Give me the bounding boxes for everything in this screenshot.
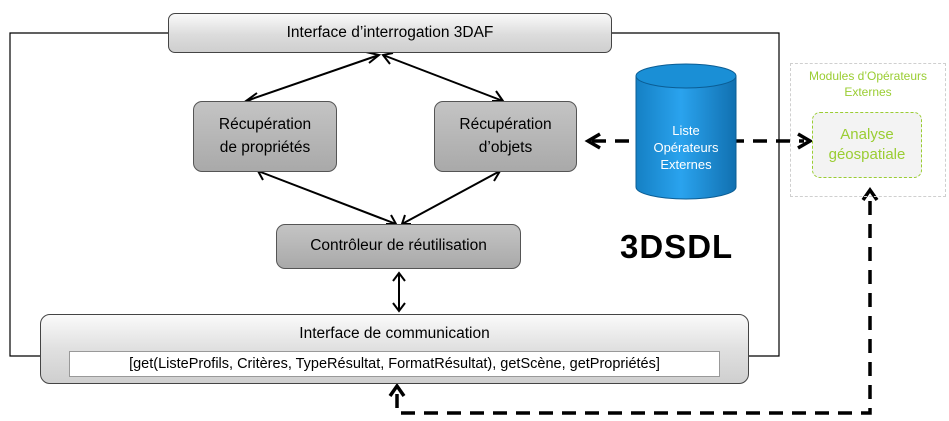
reuse-controller-label: Contrôleur de réutilisation bbox=[310, 237, 487, 255]
geospatial-analysis-line1: Analyse bbox=[840, 125, 894, 143]
communication-interface-signature: [get(ListeProfils, Critères, TypeRésulta… bbox=[69, 351, 720, 377]
retrieve-properties-line1: Récupération bbox=[218, 116, 312, 134]
arrow-controller-communication bbox=[392, 271, 406, 313]
arrow-query-objects bbox=[381, 52, 505, 102]
retrieve-objects-line1: Récupération bbox=[459, 116, 552, 134]
external-modules-frame bbox=[790, 63, 946, 197]
geospatial-analysis-box: Analyse géospatiale bbox=[812, 112, 922, 178]
external-modules-title-line2: Externes bbox=[844, 84, 892, 99]
external-modules-title: Modules d’Opérateurs Externes bbox=[790, 69, 946, 100]
external-modules-title-line1: Modules d’Opérateurs bbox=[808, 69, 928, 83]
query-interface-box: Interface d’interrogation 3DAF bbox=[168, 13, 612, 53]
geospatial-analysis-line2: géospatiale bbox=[828, 146, 906, 163]
communication-interface-title: Interface de communication bbox=[299, 325, 490, 342]
database-label-line3: Externes bbox=[660, 156, 712, 172]
system-label: 3DSDL bbox=[620, 228, 734, 265]
retrieve-properties-box: Récupération de propriétés bbox=[193, 101, 337, 172]
database-label: Liste Opérateurs Externes bbox=[636, 123, 736, 174]
database-cylinder bbox=[635, 63, 737, 200]
query-interface-label: Interface d’interrogation 3DAF bbox=[286, 23, 494, 41]
retrieve-objects-box: Récupération d’objets bbox=[434, 101, 577, 172]
retrieve-objects-line2: d’objets bbox=[478, 138, 533, 156]
arrow-objects-controller bbox=[400, 170, 502, 225]
reuse-controller-box: Contrôleur de réutilisation bbox=[276, 224, 521, 269]
database-label-line1: Liste bbox=[672, 123, 700, 138]
outer-frame bbox=[9, 32, 168, 357]
communication-interface-box: Interface de communication [get(ListePro… bbox=[40, 314, 749, 384]
outer-frame-right bbox=[612, 32, 780, 357]
database-label-line2: Opérateurs bbox=[653, 139, 719, 155]
arrow-properties-controller bbox=[256, 169, 398, 225]
retrieve-properties-line2: de propriétés bbox=[219, 138, 311, 156]
arrow-query-properties bbox=[243, 51, 382, 104]
